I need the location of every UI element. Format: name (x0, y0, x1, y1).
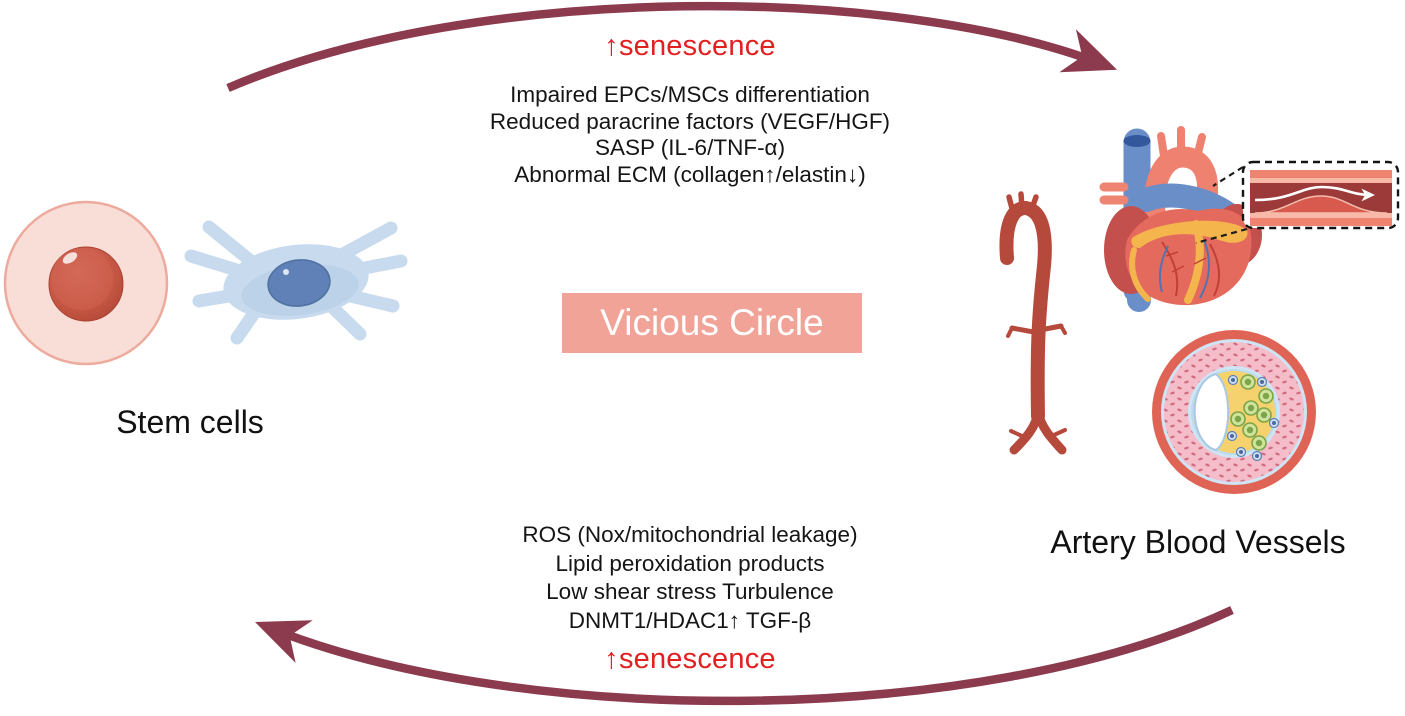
bottom-senescence-label: ↑senescence (604, 643, 776, 675)
top-pathway-line-3: SASP (IL-6/TNF-α) (594, 135, 786, 160)
mesenchymal-stem-cell-icon (184, 220, 408, 345)
atherosclerotic-vessel-cross-section-icon (1152, 330, 1316, 494)
top-pathway-line-1: Impaired EPCs/MSCs differentiation (510, 82, 870, 107)
aorta-icon (999, 191, 1067, 455)
top-arc-arrow (226, 1, 1118, 92)
bottom-pathway-line-2: Lipid peroxidation products (555, 550, 825, 576)
top-pathway-text: Impaired EPCs/MSCs differentiation Reduc… (415, 82, 965, 188)
top-pathway-line-2: Reduced paracrine factors (VEGF/HGF) (489, 108, 891, 134)
stem-cells-label: Stem cells (116, 404, 264, 440)
top-senescence-label: ↑senescence (604, 30, 776, 62)
bottom-arc-arrow (255, 606, 1234, 706)
bottom-pathway-text: ROS (Nox/mitochondrial leakage) Lipid pe… (415, 521, 965, 635)
top-pathway-line-4: Abnormal ECM (collagen↑/elastin↓) (514, 161, 866, 187)
heart-icon (1099, 126, 1262, 312)
bottom-pathway-line-1: ROS (Nox/mitochondrial leakage) (522, 522, 858, 547)
stem-cell-icon (3, 200, 169, 366)
bottom-pathway-line-4: DNMT1/HDAC1↑ TGF-β (568, 607, 812, 633)
vicious-circle-box: Vicious Circle (562, 293, 862, 353)
artery-blood-vessels-label: Artery Blood Vessels (1050, 524, 1346, 560)
bottom-pathway-line-3: Low shear stress Turbulence (546, 579, 834, 604)
stenosed-vessel-callout-icon (1195, 160, 1400, 245)
